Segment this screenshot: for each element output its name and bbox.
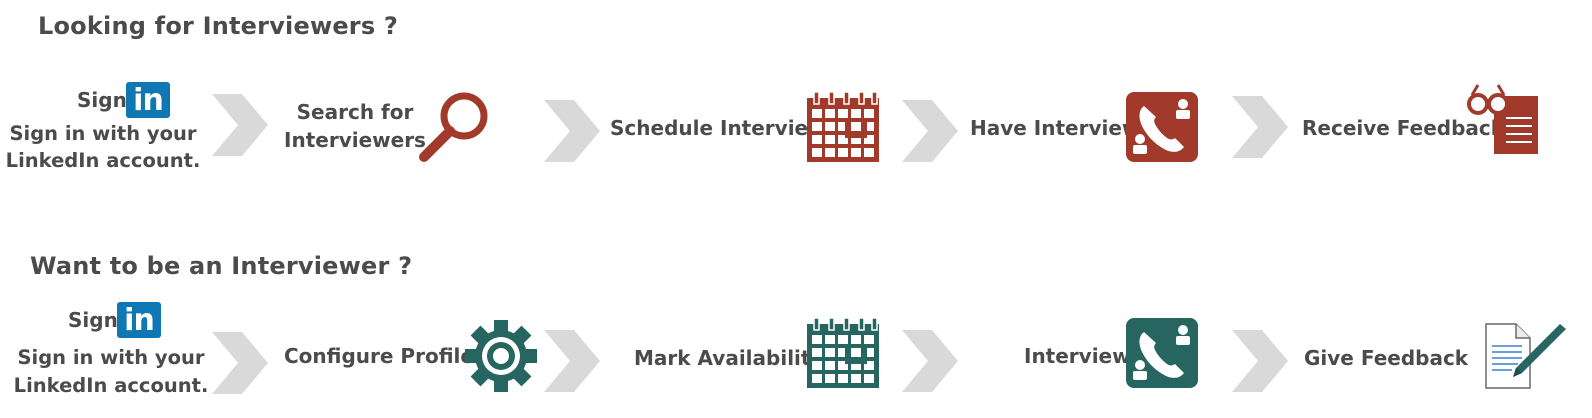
- calendar-icon: [807, 92, 879, 162]
- flow-arrow: [902, 100, 958, 162]
- flow-arrow: [212, 332, 268, 394]
- flow-arrow: [902, 330, 958, 392]
- section-heading-looking: Looking for Interviewers ?: [38, 12, 398, 40]
- calendar-icon: [807, 318, 879, 388]
- linkedin-icon[interactable]: in: [117, 302, 161, 338]
- flow-arrow: [1232, 96, 1288, 158]
- flow-arrow: [544, 100, 600, 162]
- sign-desc-line2: LinkedIn account.: [5, 149, 201, 172]
- section-heading-want: Want to be an Interviewer ?: [30, 252, 413, 280]
- flow-arrow: [544, 330, 600, 392]
- sign-desc-line1: Sign in with your: [9, 122, 197, 145]
- step-label-interview: Interview: [1024, 344, 1131, 368]
- step-sign-in-bottom: Sign in Sign in with your LinkedIn accou…: [0, 302, 210, 402]
- step-label-configure-profile: Configure Profile: [284, 344, 474, 368]
- flow-arrow: [212, 94, 268, 156]
- phone-contacts-icon: [1126, 318, 1198, 388]
- step-label-line2: Interviewers: [284, 128, 426, 152]
- step-label-give-feedback: Give Feedback: [1304, 346, 1469, 370]
- magnifier-icon: [419, 92, 488, 162]
- linkedin-icon[interactable]: in: [126, 82, 170, 118]
- step-label-receive-feedback: Receive Feedback: [1302, 116, 1505, 140]
- document-pen-icon: [1485, 323, 1566, 389]
- step-label-schedule: Schedule Interview: [610, 116, 827, 140]
- flow-arrow: [1232, 330, 1288, 392]
- sign-desc-line2: LinkedIn account.: [13, 374, 209, 397]
- step-search: Search for Interviewers: [280, 100, 430, 152]
- gear-icon: [465, 320, 537, 392]
- step-sign-in-top: Sign in Sign in with your LinkedIn accou…: [0, 80, 210, 180]
- step-label-line1: Search for: [296, 100, 414, 124]
- sign-label: Sign: [68, 308, 118, 332]
- sign-desc-line1: Sign in with your: [17, 346, 205, 369]
- sign-label: Sign: [77, 88, 127, 112]
- glasses-document-icon: [1467, 84, 1538, 154]
- step-label-have-interview: Have Interview: [970, 116, 1141, 140]
- phone-contacts-icon: [1126, 92, 1198, 162]
- step-label-mark-availability: Mark Availability: [634, 346, 824, 370]
